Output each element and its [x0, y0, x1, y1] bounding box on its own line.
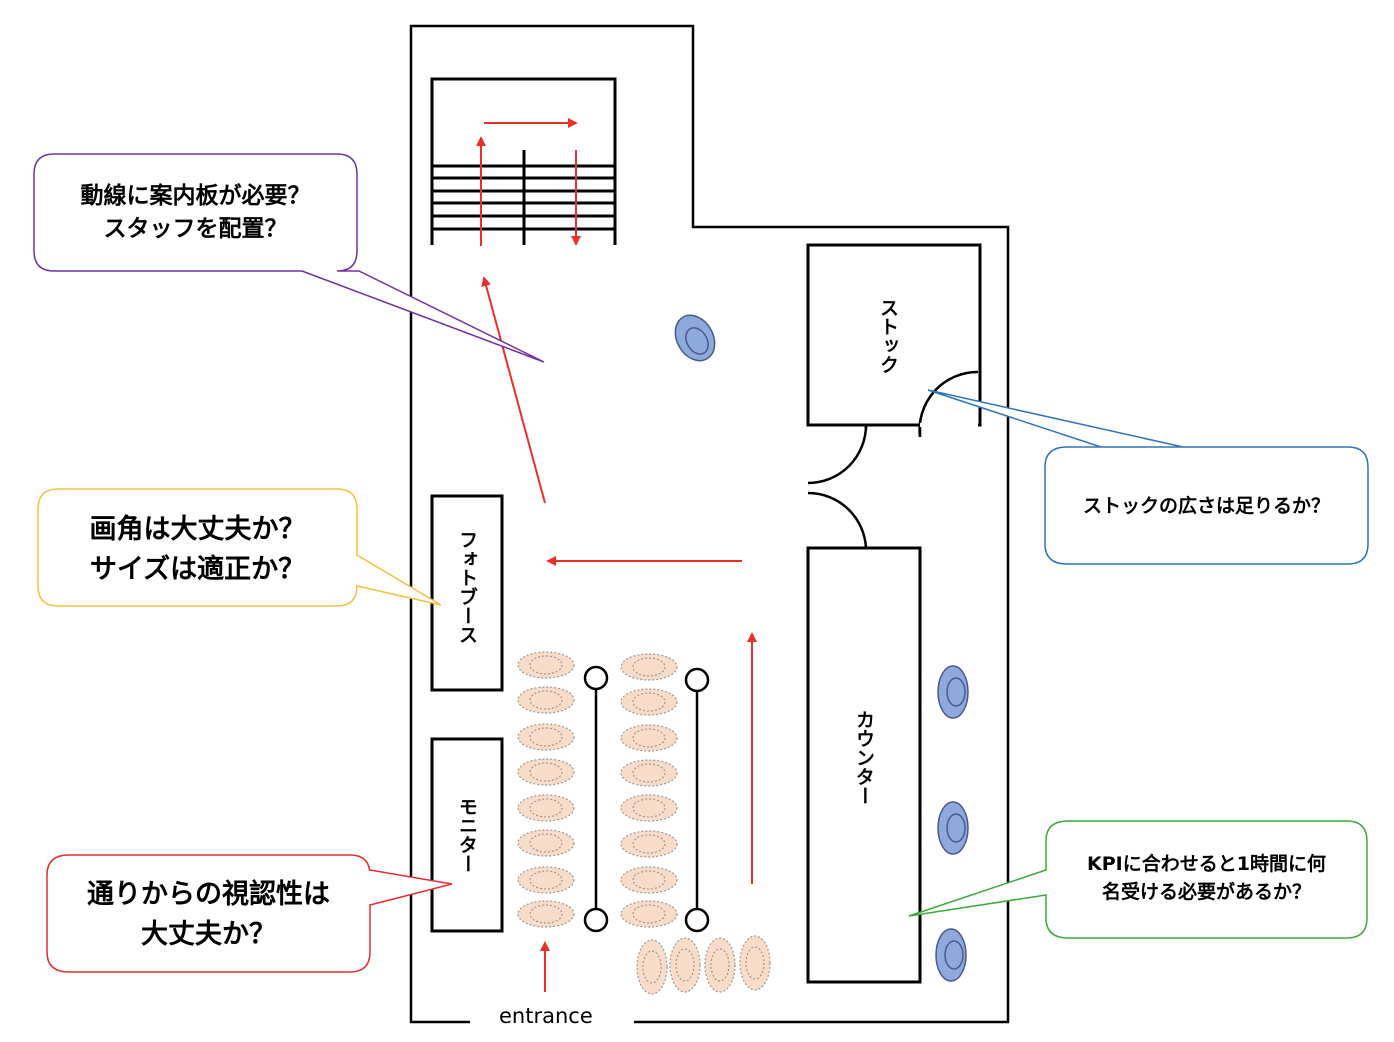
- back-door-upper: [807, 424, 868, 485]
- callout-kpi-bubble: [908, 820, 1368, 939]
- stock-room-label: ストック: [877, 298, 899, 374]
- queue-pole-right: [684, 667, 710, 933]
- flow-arrows: [476, 118, 757, 992]
- photo-booth-box: [430, 494, 504, 692]
- staff-floor: [674, 314, 716, 362]
- monitor-box: [430, 737, 504, 933]
- back-door-lower: [807, 491, 868, 549]
- visitor-queue-right: [620, 653, 678, 928]
- counter-box: [806, 546, 922, 984]
- visitor-group-bottom: [636, 935, 771, 995]
- callout-photo-text: 画角は大丈夫か？ サイズは適正か？: [89, 514, 306, 585]
- callout-guidance-text: 動線に案内板が必要？ スタッフを配置？: [80, 183, 311, 242]
- callout-visibility-bubble: [46, 854, 453, 973]
- queue-pole-left: [583, 665, 609, 933]
- callout-photo-bubble: [37, 488, 442, 607]
- visitor-queue-left: [517, 651, 575, 928]
- callout-kpi-text: KPIに合わせると1時間に何 名受ける必要があるか？: [1087, 853, 1326, 903]
- callout-stock-text: ストックの広さは足りるか？: [1082, 495, 1330, 517]
- callout-guidance-bubble: [33, 153, 545, 363]
- monitor-label: モニター: [456, 797, 478, 873]
- counter-label: カウンター: [853, 710, 875, 805]
- callout-visibility-text: 通りからの視認性は 大丈夫か？: [87, 879, 330, 950]
- photo-booth-label: フォトブース: [456, 530, 478, 644]
- staircase: [430, 77, 617, 245]
- staff-counter: [935, 665, 969, 982]
- callout-stock-bubble: [927, 389, 1369, 565]
- entrance-label: entrance: [493, 1004, 599, 1028]
